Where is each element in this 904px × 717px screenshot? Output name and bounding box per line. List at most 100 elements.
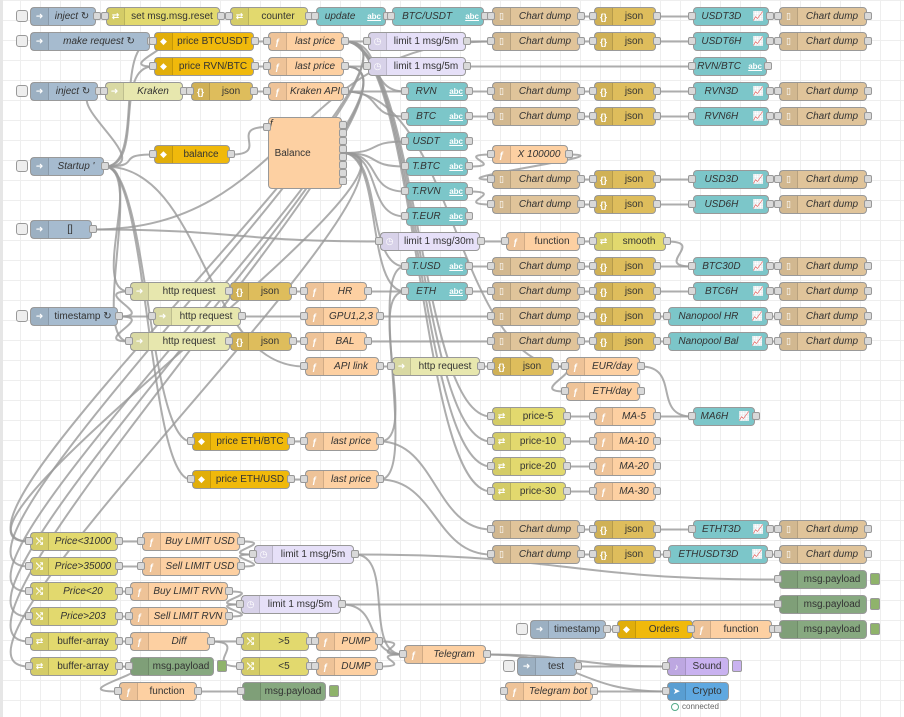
node-5-switch[interactable]: ⤭<5 <box>241 657 309 676</box>
node-port[interactable] <box>563 462 571 470</box>
node-port[interactable] <box>688 287 696 295</box>
node-port[interactable] <box>93 12 101 20</box>
node-port[interactable] <box>487 37 495 45</box>
node-btc30d-ui[interactable]: BTC30D📈 <box>693 257 769 276</box>
node-port[interactable] <box>236 637 244 645</box>
node-chart-dump-storage[interactable]: ▯Chart dump <box>779 257 867 276</box>
node-port[interactable] <box>114 687 122 695</box>
node-port[interactable] <box>137 537 145 545</box>
node-port[interactable] <box>311 12 319 20</box>
node-msg-payload-debug[interactable]: msg.payload <box>779 595 867 614</box>
node-port[interactable] <box>465 287 473 295</box>
node-port[interactable] <box>339 169 347 177</box>
node-json-json[interactable]: {}json <box>230 332 292 351</box>
node-port[interactable] <box>311 662 319 670</box>
node-port[interactable] <box>401 212 409 220</box>
node-port[interactable] <box>401 112 409 120</box>
node-msg-payload-debug[interactable]: msg.payload <box>130 657 214 676</box>
node-json-json[interactable]: {}json <box>594 545 656 564</box>
node-port[interactable] <box>115 312 123 320</box>
node-json-json[interactable]: {}json <box>230 282 292 301</box>
node-port[interactable] <box>774 37 782 45</box>
node-port[interactable] <box>465 212 473 220</box>
node-port[interactable] <box>765 337 773 345</box>
node-port[interactable] <box>25 587 33 595</box>
node-port[interactable] <box>577 12 585 20</box>
node-chart-dump-storage[interactable]: ▯Chart dump <box>492 545 580 564</box>
node-port[interactable] <box>465 162 473 170</box>
node-port[interactable] <box>225 287 233 295</box>
node-port[interactable] <box>227 150 235 158</box>
node-chart-dump-storage[interactable]: ▯Chart dump <box>492 32 580 51</box>
node-port[interactable] <box>149 62 157 70</box>
node-limit-1-msg-5m-delay[interactable]: ◷limit 1 msg/5m <box>254 545 354 564</box>
node-port[interactable] <box>251 37 259 45</box>
node-usdt3d-ui[interactable]: USDT3D📈 <box>693 7 769 26</box>
debug-toggle-button[interactable] <box>870 573 880 585</box>
inject-button[interactable] <box>503 660 515 672</box>
node-sound-sound[interactable]: ♪Sound <box>667 657 729 676</box>
node-port[interactable] <box>864 200 872 208</box>
node-port[interactable] <box>574 662 582 670</box>
node-port[interactable] <box>766 112 774 120</box>
node-startup-inject[interactable]: ➜Startup ' <box>30 157 104 176</box>
node-port[interactable] <box>465 137 473 145</box>
node-port[interactable] <box>766 287 774 295</box>
node-port[interactable] <box>766 12 774 20</box>
node-port[interactable] <box>483 650 491 658</box>
node-port[interactable] <box>577 112 585 120</box>
node-port[interactable] <box>766 525 774 533</box>
node-port[interactable] <box>864 12 872 20</box>
node-http-request-http[interactable]: ➜http request <box>392 357 480 376</box>
node-buffer-array-change[interactable]: ⇄buffer-array <box>30 657 118 676</box>
node-port[interactable] <box>89 225 97 233</box>
node-etht3d-ui[interactable]: ETHT3D📈 <box>693 520 769 539</box>
node--inject[interactable]: ➜[] <box>30 220 92 239</box>
node-http-request-http[interactable]: ➜http request <box>130 282 230 301</box>
debug-toggle-button[interactable] <box>732 660 742 672</box>
node-port[interactable] <box>864 287 872 295</box>
node-port[interactable] <box>774 312 782 320</box>
node-port[interactable] <box>125 637 133 645</box>
node-port[interactable] <box>864 312 872 320</box>
node-chart-dump-storage[interactable]: ▯Chart dump <box>492 520 580 539</box>
node-port[interactable] <box>25 537 33 545</box>
node-json-json[interactable]: {}json <box>594 82 656 101</box>
node-port[interactable] <box>375 637 383 645</box>
node-port[interactable] <box>774 112 782 120</box>
node-price-20-switch[interactable]: ⤭Price<20 <box>30 582 118 601</box>
node-port[interactable] <box>115 662 123 670</box>
node-chart-dump-storage[interactable]: ▯Chart dump <box>492 7 580 26</box>
node-orders-binance[interactable]: ◆Orders <box>617 620 693 639</box>
node-port[interactable] <box>236 662 244 670</box>
node-port[interactable] <box>487 337 495 345</box>
node-chart-dump-storage[interactable]: ▯Chart dump <box>779 332 867 351</box>
node-btc6h-ui[interactable]: BTC6H📈 <box>693 282 769 301</box>
node-port[interactable] <box>687 625 695 633</box>
node-port[interactable] <box>375 237 383 245</box>
node-port[interactable] <box>577 287 585 295</box>
node-port[interactable] <box>589 37 597 45</box>
node-port[interactable] <box>563 487 571 495</box>
node-port[interactable] <box>561 387 569 395</box>
node-port[interactable] <box>115 637 123 645</box>
node-chart-dump-storage[interactable]: ▯Chart dump <box>779 282 867 301</box>
node-port[interactable] <box>589 12 597 20</box>
node-timestamp-inject[interactable]: ➜timestamp ↻ <box>30 307 118 326</box>
node-port[interactable] <box>238 312 246 320</box>
node-port[interactable] <box>774 550 782 558</box>
node-port[interactable] <box>577 312 585 320</box>
node-port[interactable] <box>339 137 347 145</box>
node-price-20-change[interactable]: ⇄price-20 <box>492 457 566 476</box>
node-msg-payload-debug[interactable]: msg.payload <box>779 570 867 589</box>
inject-button[interactable] <box>16 310 28 322</box>
